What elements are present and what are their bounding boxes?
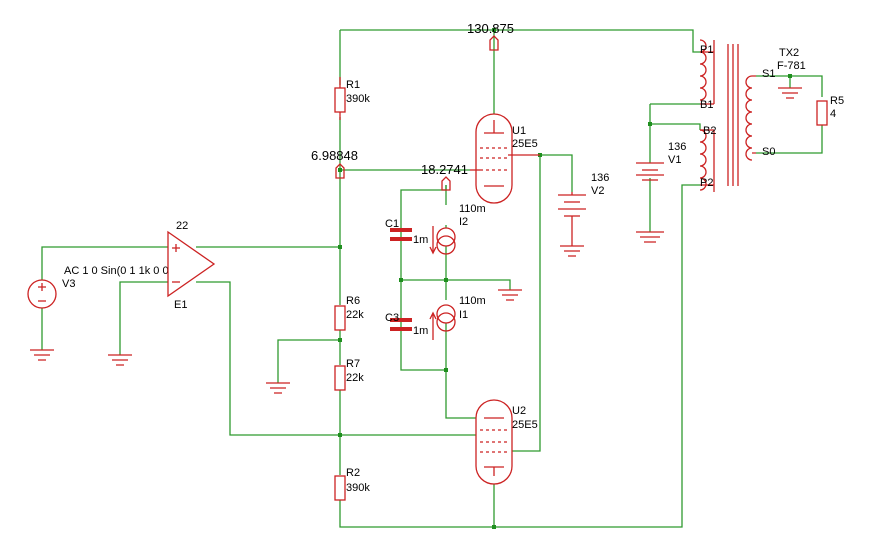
i2-ref: I2 [459,216,468,228]
node-voltage-left: 6.98848 [311,148,358,163]
resistor-r1[interactable] [334,77,346,120]
v1-ref: V1 [668,154,681,166]
node-voltage-top: 130.875 [467,21,514,36]
ground-symbols [266,87,802,394]
tx2-value: F-781 [777,60,806,72]
tx2-pin-p1: P1 [700,44,713,56]
c3-ref: C3 [385,312,399,324]
r5-value: 4 [830,108,836,120]
battery-v2[interactable] [558,192,586,257]
tx2-pin-b1: B1 [700,99,713,111]
resistor-r6[interactable] [334,305,346,331]
current-source-i1[interactable] [429,304,456,340]
v3-value: AC 1 0 Sin(0 1 1k 0 0) [64,265,172,277]
tx2-pin-s0: S0 [762,146,775,158]
tx2-ref: TX2 [779,47,799,59]
u1-value: 25E5 [512,138,538,150]
r6-value: 22k [346,309,364,321]
tx2-pin-p2: P2 [700,177,713,189]
resistor-r5[interactable] [816,100,828,126]
v2-value: 136 [591,172,609,184]
probe-left[interactable] [335,163,345,179]
tube-u1[interactable] [470,113,540,204]
resistor-r7[interactable] [334,365,346,391]
r6-ref: R6 [346,295,360,307]
tx2-pin-s1: S1 [762,68,775,80]
r5-ref: R5 [830,95,844,107]
i1-ref: I1 [459,309,468,321]
opamp-e1[interactable] [108,230,216,366]
probe-grid[interactable] [441,176,451,191]
tube-u2[interactable] [475,399,513,485]
transformer-tx2[interactable] [699,39,756,192]
c1-ref: C1 [385,218,399,230]
ac-source-v3[interactable] [27,279,57,361]
e1-ref: E1 [174,299,187,311]
battery-v1[interactable] [636,162,664,243]
node-voltage-grid: 18.2741 [421,162,468,177]
u2-value: 25E5 [512,419,538,431]
i1-value: 110m [459,295,486,307]
current-source-i2[interactable] [429,226,456,255]
capacitor-c1[interactable] [390,228,412,241]
tx2-pin-b2: B2 [703,125,716,137]
junction-dots [338,28,792,529]
r1-value: 390k [346,93,370,105]
c3-value: 1m [413,325,428,337]
r2-ref: R2 [346,467,360,479]
u2-ref: U2 [512,405,526,417]
r1-ref: R1 [346,79,360,91]
v3-ref: V3 [62,278,75,290]
r7-value: 22k [346,372,364,384]
resistor-r2[interactable] [334,475,346,501]
i2-value: 110m [459,203,486,215]
u1-ref: U1 [512,125,526,137]
c1-value: 1m [413,234,428,246]
e1-gain: 22 [176,220,188,232]
v2-ref: V2 [591,185,604,197]
r2-value: 390k [346,482,370,494]
capacitor-c3[interactable] [390,318,412,331]
r7-ref: R7 [346,358,360,370]
v1-value: 136 [668,141,686,153]
probe-top[interactable] [489,35,499,51]
